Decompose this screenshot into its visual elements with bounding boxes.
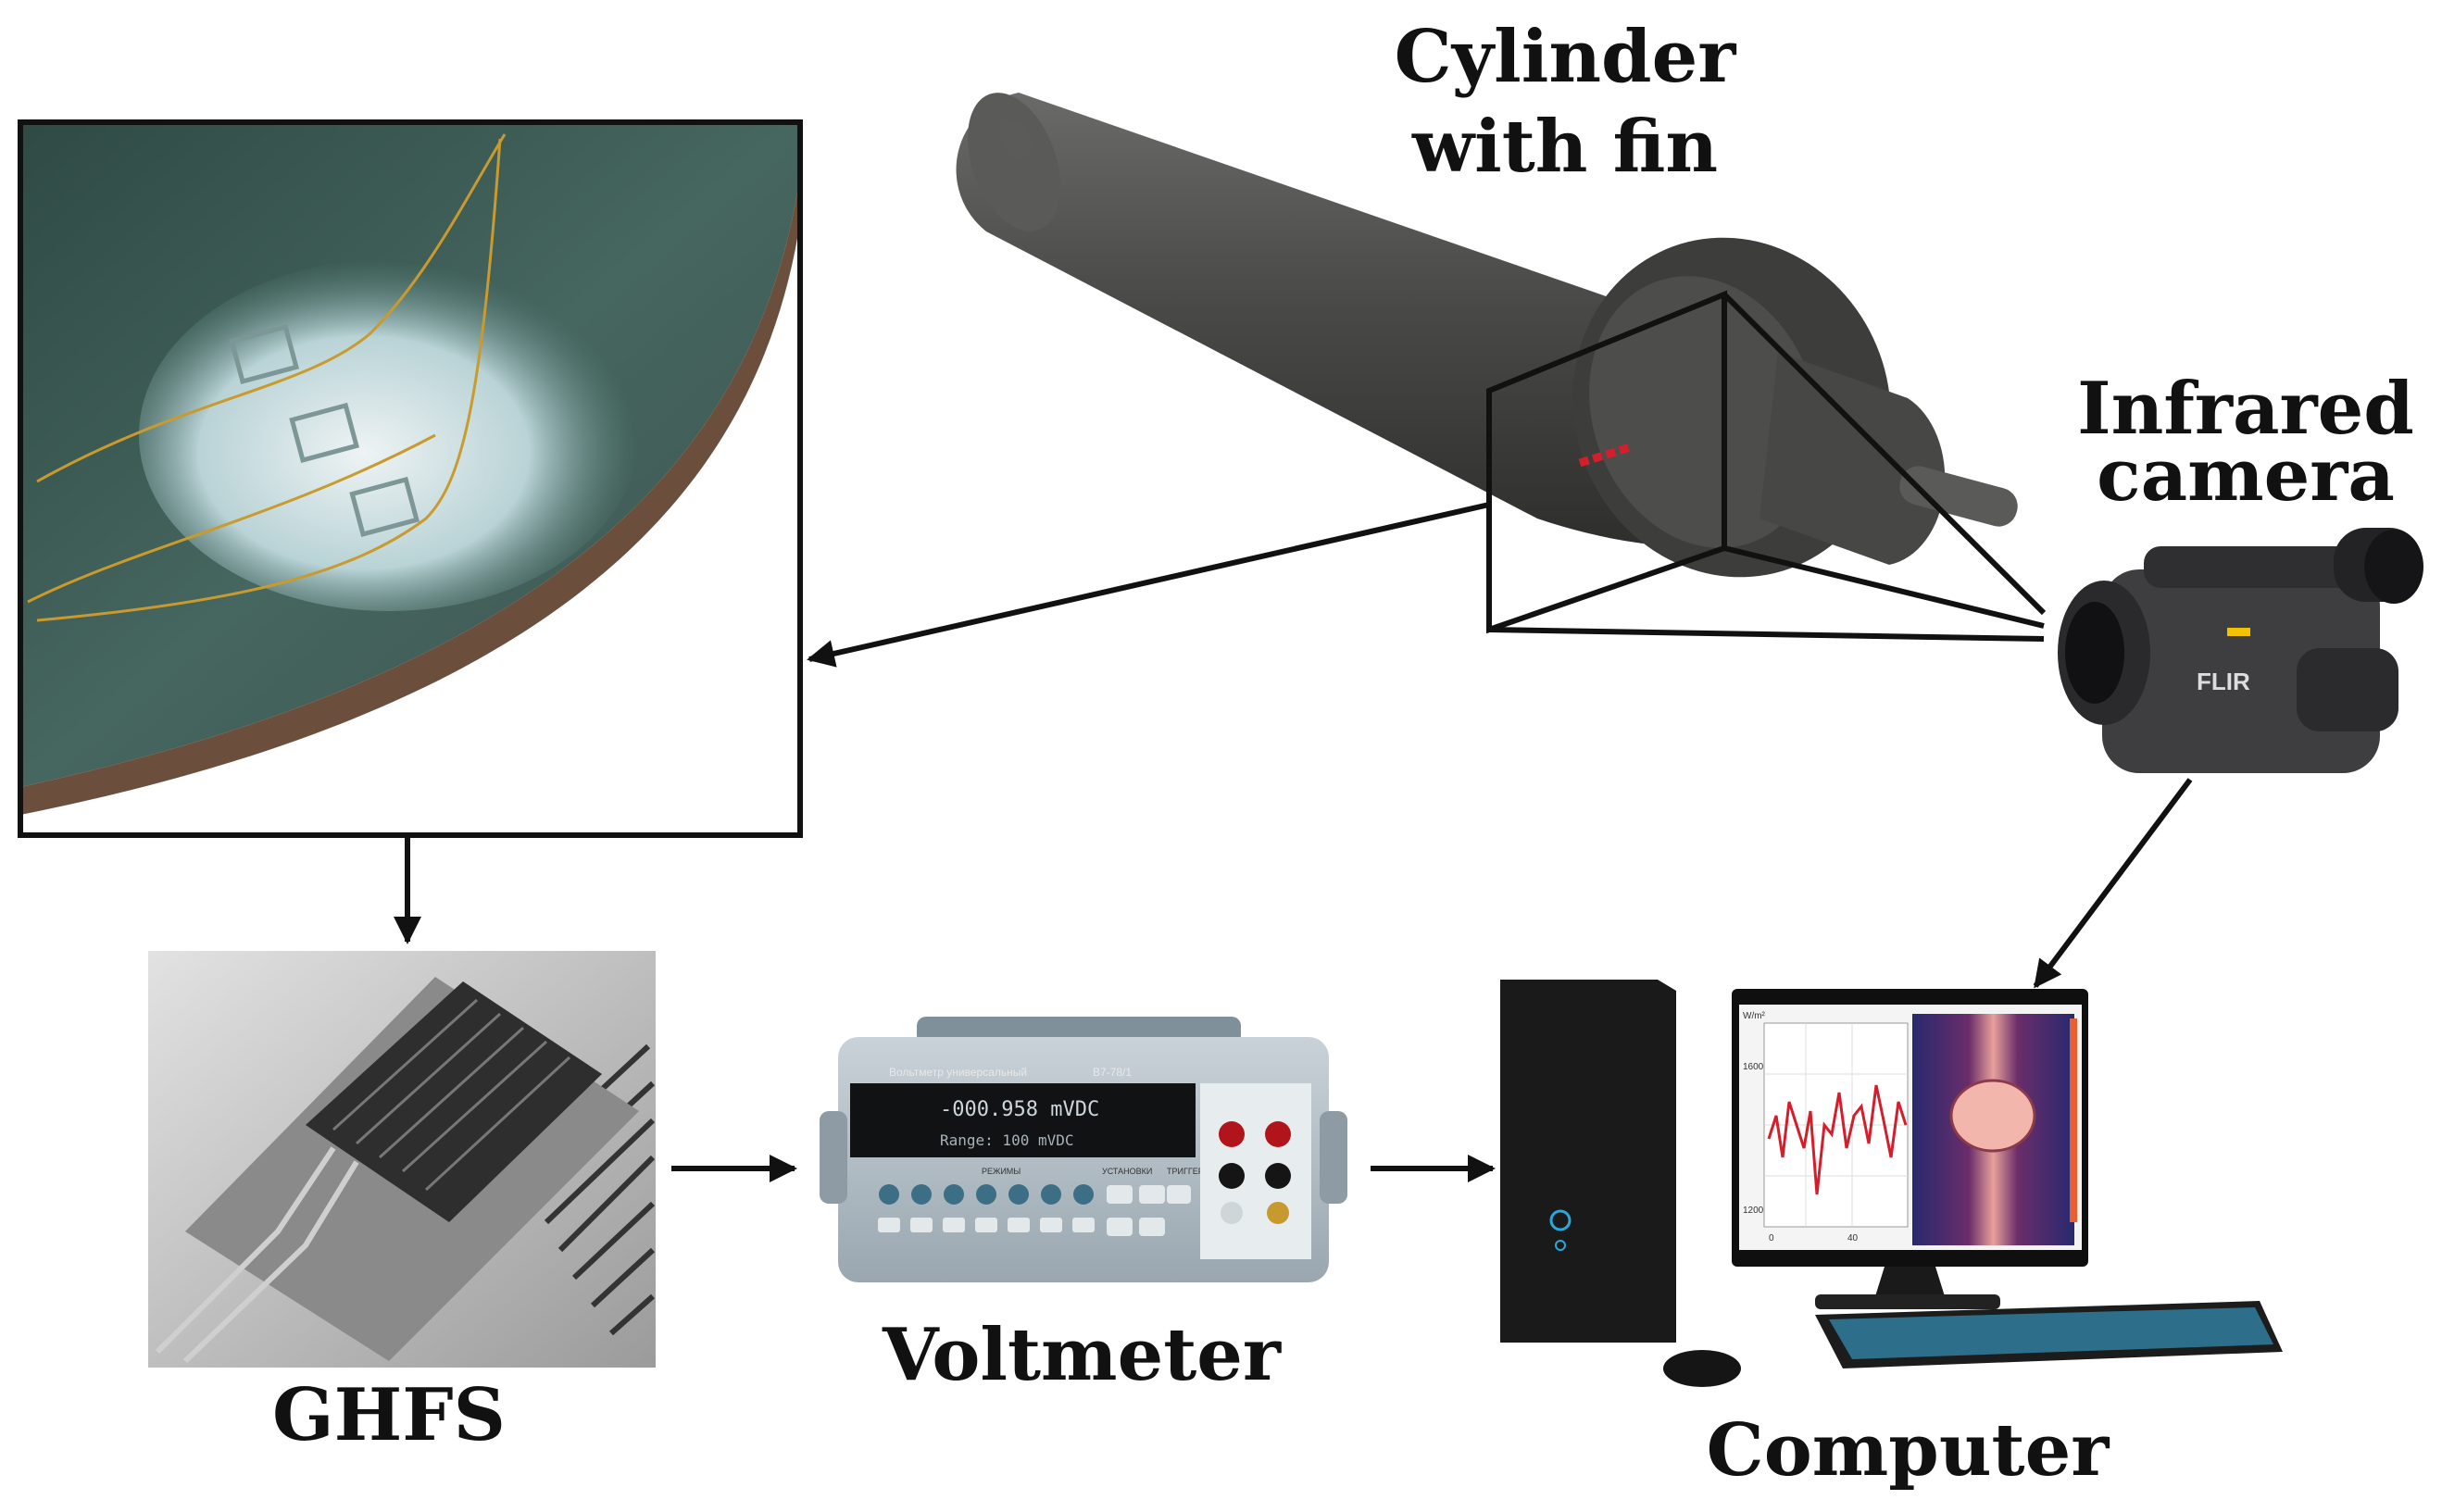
cylinder-label-line1: Cylinder (1395, 15, 1737, 99)
monitor-plot-line (1767, 1084, 1908, 1195)
monitor-y-unit: W/m² (1743, 1011, 1766, 1021)
flow-arrows (394, 502, 2193, 1182)
voltmeter-title: Вольтметр универсальный (889, 1066, 1027, 1079)
infrared-camera: FLIR (2058, 528, 2423, 773)
arrow-camera-to-computer (2033, 778, 2193, 989)
field-of-view-frame (1486, 290, 2047, 642)
voltmeter-label: Voltmeter (882, 1313, 1282, 1397)
computer: W/m² 1600 1200 0 40 (1500, 980, 2283, 1387)
voltmeter-section-trigger: ТРИГГЕР (1167, 1167, 1204, 1176)
camera-brand-text: FLIR (2197, 668, 2250, 695)
power-button-icon (1549, 1209, 1572, 1231)
voltmeter-device: Вольтметр универсальный В7-78/1 -000.958… (820, 1017, 1347, 1282)
ghfs-label: GHFS (272, 1373, 506, 1457)
monitor-x-tick-0: 0 (1769, 1233, 1774, 1243)
monitor-x-tick-40: 40 (1847, 1233, 1859, 1243)
voltmeter-section-modes: РЕЖИМЫ (982, 1167, 1021, 1176)
camera-label-line2: camera (2097, 433, 2395, 518)
ir-hot-spot (1578, 443, 1632, 468)
voltmeter-model: В7-78/1 (1093, 1066, 1132, 1079)
arrow-frame-to-closeup (807, 502, 1490, 668)
voltmeter-reading: -000.958 mVDC (940, 1098, 1099, 1121)
cylinder-label-line2: with fin (1411, 105, 1718, 189)
sensor-closeup-photo (20, 122, 800, 835)
computer-label: Computer (1707, 1408, 2110, 1493)
ghfs-photo (148, 951, 656, 1368)
camera-label-line1: Infrared (2077, 367, 2414, 451)
voltmeter-section-settings: УСТАНОВКИ (1102, 1167, 1152, 1176)
monitor-y-tick-1600: 1600 (1743, 1062, 1764, 1072)
monitor-y-tick-1200: 1200 (1743, 1206, 1764, 1216)
voltmeter-range: Range: 100 mVDC (940, 1131, 1074, 1149)
cylinder-with-fin (956, 93, 2018, 578)
